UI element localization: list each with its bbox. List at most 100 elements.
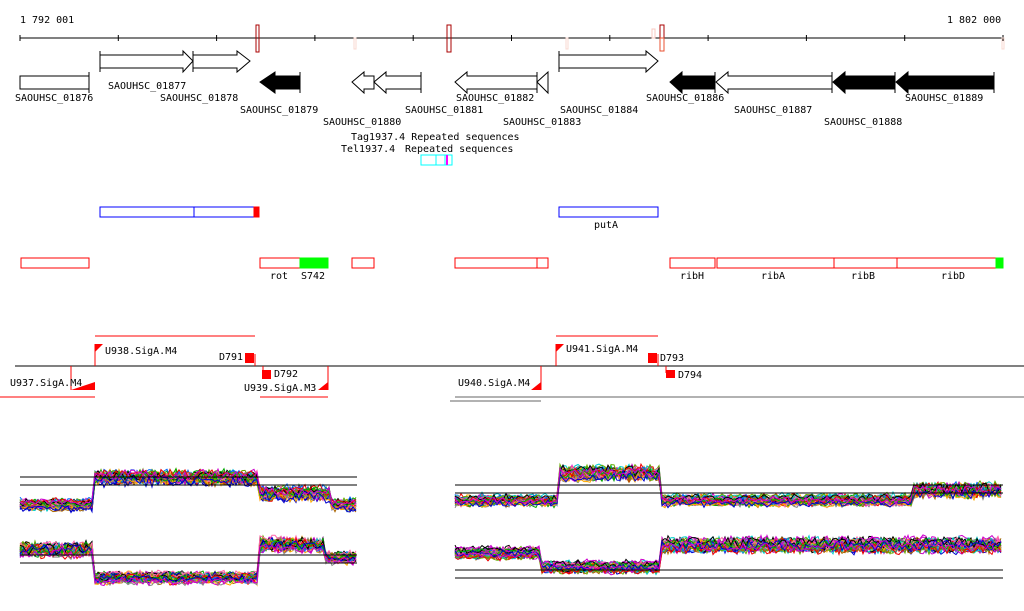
feature-ribA[interactable]: [716, 257, 835, 269]
expression-trace: [19, 474, 357, 514]
gene-SAOUHSC_01880[interactable]: [351, 70, 375, 95]
feature-label: rot: [270, 271, 288, 282]
site-marker[interactable]: [659, 37, 665, 52]
tss-flag[interactable]: [318, 382, 328, 390]
terminator[interactable]: [262, 370, 271, 379]
terminator[interactable]: [648, 353, 657, 363]
transcript-track: U938.SigA.M4 U937.SigA.M4 U939.SigA.M3 U…: [0, 335, 1024, 402]
operon-end[interactable]: [253, 206, 260, 218]
gene-labels: SAOUHSC_01876 SAOUHSC_01877 SAOUHSC_0187…: [15, 81, 983, 128]
gene-SAOUHSC_01888[interactable]: [832, 70, 896, 95]
operon[interactable]: [99, 206, 195, 218]
gene-label: SAOUHSC_01879: [240, 105, 318, 116]
gene-SAOUHSC_01887[interactable]: [715, 70, 833, 95]
repeat-region[interactable]: [444, 154, 453, 166]
expression-trace: [454, 539, 1002, 574]
operon[interactable]: [193, 206, 255, 218]
transcript-label: D793: [660, 353, 684, 364]
site-marker[interactable]: [659, 24, 665, 39]
gene-label: SAOUHSC_01884: [560, 105, 638, 116]
gene-SAOUHSC_01878[interactable]: [192, 49, 251, 74]
tss-flag[interactable]: [71, 382, 95, 390]
tss-flag[interactable]: [531, 382, 541, 390]
gene-SAOUHSC_01886[interactable]: [669, 70, 716, 95]
feature-rot[interactable]: [259, 257, 301, 269]
operon-track: putA: [99, 206, 659, 231]
terminator[interactable]: [245, 353, 254, 363]
gene-label: SAOUHSC_01881: [405, 105, 483, 116]
feature-ribH[interactable]: [669, 257, 716, 269]
site-marker[interactable]: [1001, 37, 1005, 50]
gene-SAOUHSC_01876[interactable]: [19, 72, 90, 93]
operon-label: putA: [594, 220, 618, 231]
feature-label: ribD: [941, 271, 965, 282]
feature-ribB[interactable]: [833, 257, 898, 269]
feature-ribD[interactable]: [896, 257, 997, 269]
feature-label: ribH: [680, 271, 704, 282]
site-marker[interactable]: [651, 28, 656, 39]
feature[interactable]: [536, 257, 549, 269]
repeat-label: Tag1937.4 Repeated sequences: [351, 132, 520, 143]
transcript-label: U940.SigA.M4: [458, 378, 530, 389]
transcript-label: U938.SigA.M4: [105, 346, 177, 357]
gene-label: SAOUHSC_01882: [456, 93, 534, 104]
gene-SAOUHSC_01883[interactable]: [536, 70, 549, 95]
repeat-label: Tel1937.4: [341, 144, 395, 155]
feature[interactable]: [454, 257, 538, 269]
expression-panels: [19, 462, 1003, 587]
gene-label: SAOUHSC_01886: [646, 93, 724, 104]
feature-green[interactable]: [995, 257, 1004, 269]
ruler-start-label: 1 792 001: [20, 15, 74, 26]
feature-label: ribB: [851, 271, 875, 282]
expression-trace: [454, 468, 1002, 509]
expression-trace: [454, 466, 1002, 506]
ruler-end-label: 1 802 000: [947, 15, 1001, 26]
terminator[interactable]: [666, 370, 675, 378]
operon-putA[interactable]: [558, 206, 659, 218]
expression-trace: [454, 536, 1002, 572]
gene-label: SAOUHSC_01889: [905, 93, 983, 104]
expression-trace: [19, 468, 357, 507]
expression-trace: [19, 536, 357, 582]
site-marker[interactable]: [353, 37, 357, 50]
expression-panel-bottom-left: [19, 534, 357, 587]
expression-panel-top-right: [454, 462, 1003, 509]
gene-SAOUHSC_01884[interactable]: [558, 49, 659, 74]
gene-SAOUHSC_01882[interactable]: [454, 70, 538, 95]
gene-SAOUHSC_01881[interactable]: [373, 70, 422, 95]
repeat-label: Repeated sequences: [405, 144, 513, 155]
gene-SAOUHSC_01879[interactable]: [259, 71, 301, 94]
tss-flag[interactable]: [95, 344, 103, 352]
feature[interactable]: [20, 257, 90, 269]
transcript-label: D791: [219, 352, 243, 363]
gene-label: SAOUHSC_01887: [734, 105, 812, 116]
gene-label: SAOUHSC_01878: [160, 93, 238, 104]
site-marker[interactable]: [565, 37, 569, 50]
gene-track: [19, 49, 995, 95]
gene-label: SAOUHSC_01876: [15, 93, 93, 104]
expression-trace: [19, 542, 357, 587]
feature[interactable]: [351, 257, 375, 269]
transcript-label: U941.SigA.M4: [566, 344, 638, 355]
feature-S742[interactable]: [299, 257, 329, 269]
gene-label: SAOUHSC_01888: [824, 117, 902, 128]
repeat-region[interactable]: [420, 154, 437, 166]
site-marker[interactable]: [446, 24, 452, 53]
feature-label: S742: [301, 271, 325, 282]
repeat-track: Tag1937.4 Repeated sequences Tel1937.4 R…: [341, 132, 520, 166]
site-marker[interactable]: [255, 24, 260, 53]
repeat-region[interactable]: [435, 154, 446, 166]
gene-SAOUHSC_01877[interactable]: [99, 49, 194, 74]
transcript-label: D792: [274, 369, 298, 380]
gene-label: SAOUHSC_01883: [503, 117, 581, 128]
transcript-label: U939.SigA.M3: [244, 383, 316, 394]
expression-trace: [454, 469, 1002, 509]
tss-flag[interactable]: [556, 344, 564, 352]
expression-trace: [19, 470, 357, 507]
transcript-label: D794: [678, 370, 702, 381]
expression-panel-bottom-right: [454, 533, 1003, 579]
gene-SAOUHSC_01889[interactable]: [895, 70, 995, 95]
expression-trace: [19, 537, 357, 582]
feature-track: rot S742 ribH ribA ribB ribD: [20, 257, 1004, 282]
